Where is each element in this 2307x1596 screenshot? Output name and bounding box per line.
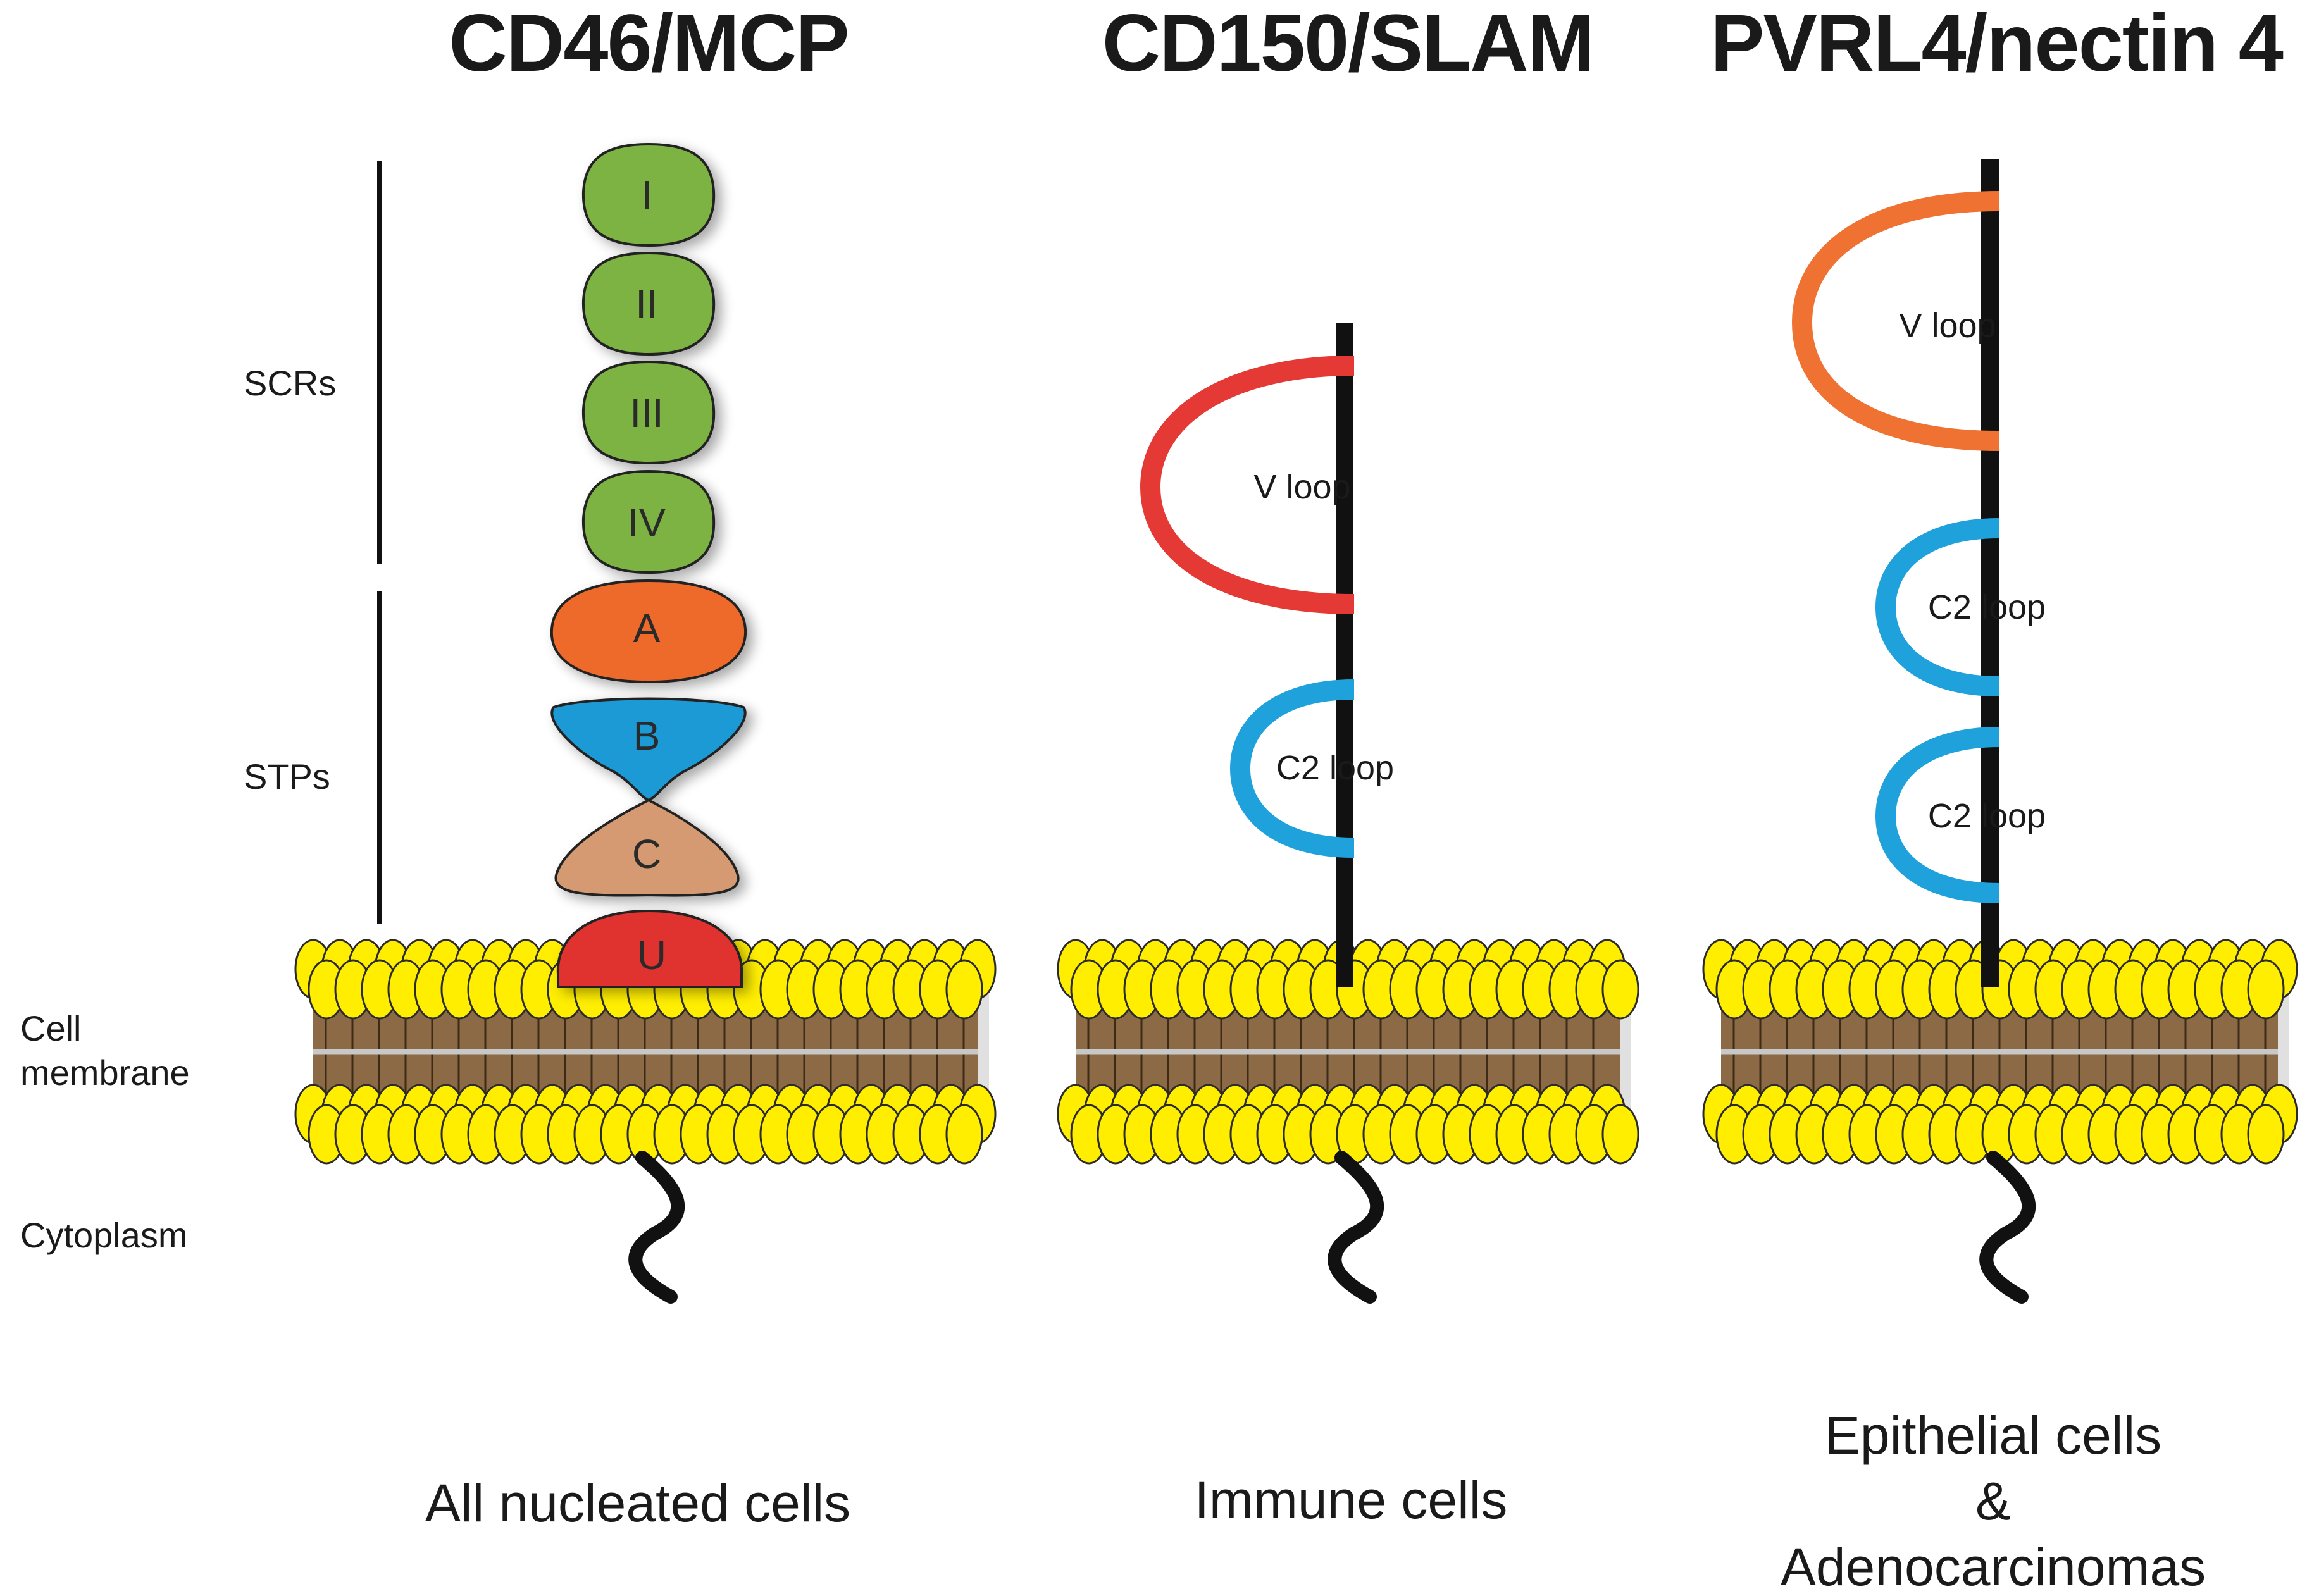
cytoplasmic-tail-slam xyxy=(1328,1151,1384,1304)
domain-a xyxy=(550,579,747,684)
lipid-head xyxy=(2247,1104,2285,1165)
nectin-v-loop-label: V loop xyxy=(1899,307,1996,345)
domain-b xyxy=(550,697,747,802)
domain-label-iv: IV xyxy=(628,500,666,545)
domain-label-ii: II xyxy=(635,281,658,327)
caption-cd150: Immune cells xyxy=(1195,1470,1508,1530)
stps-label: STPs xyxy=(244,757,330,796)
slam-c2-loop xyxy=(1229,679,1355,858)
domain-i xyxy=(581,142,716,247)
domain-iii xyxy=(581,360,716,465)
slam-v-loop xyxy=(1140,356,1355,614)
cytoplasmic-tail-nectin xyxy=(1979,1151,2036,1304)
domain-label-iii: III xyxy=(630,390,663,436)
nectin-c2-loop-2 xyxy=(1875,727,2000,903)
domain-c xyxy=(554,798,740,897)
title-pvrl4: PVRL4/nectin 4 xyxy=(1710,0,2284,89)
caption-pvrl4-line2: & xyxy=(1975,1471,2011,1531)
domain-ii xyxy=(581,251,716,356)
cytoplasmic-tail-cd46 xyxy=(628,1151,685,1304)
slam-c2-loop-label: C2 loop xyxy=(1276,749,1394,787)
cd46-receptor xyxy=(550,142,747,988)
title-cd46: CD46/MCP xyxy=(449,0,848,89)
cell-membrane-cd46 xyxy=(294,939,997,1165)
pvrl4-receptor xyxy=(1791,159,2037,987)
cytoplasm-label: Cytoplasm xyxy=(20,1215,188,1255)
lipid-head xyxy=(1601,1104,1639,1165)
membrane-label-line1: Cell xyxy=(20,1008,81,1048)
nectin-c2-loop-1-label: C2 loop xyxy=(1928,588,2046,626)
title-cd150: CD150/SLAM xyxy=(1102,0,1594,89)
domain-u xyxy=(556,909,743,988)
slam-v-loop-label: V loop xyxy=(1253,468,1350,506)
domain-label-c: C xyxy=(632,831,661,877)
cell-membrane-nectin xyxy=(1702,939,2298,1165)
caption-cd46: All nucleated cells xyxy=(425,1473,850,1533)
cd150-receptor xyxy=(1140,323,1391,987)
domain-label-a: A xyxy=(633,605,661,651)
domain-label-u: U xyxy=(637,932,666,978)
caption-pvrl4-line3: Adenocarcinomas xyxy=(1781,1537,2206,1596)
caption-pvrl4-line1: Epithelial cells xyxy=(1825,1406,2161,1465)
lipid-head xyxy=(1601,959,1639,1020)
domain-label-b: B xyxy=(633,713,661,758)
cell-membrane-slam xyxy=(1057,939,1639,1165)
domain-iv xyxy=(581,469,716,574)
membrane-label-line2: membrane xyxy=(20,1053,190,1092)
lipid-head xyxy=(2247,959,2285,1020)
lipid-head xyxy=(945,959,983,1020)
nectin-v-loop xyxy=(1791,191,2000,451)
lipid-head xyxy=(945,1104,983,1165)
nectin-c2-loop-1 xyxy=(1875,518,2000,696)
domain-label-i: I xyxy=(641,172,652,218)
scrs-label: SCRs xyxy=(244,363,336,403)
nectin-c2-loop-2-label: C2 loop xyxy=(1928,797,2046,835)
